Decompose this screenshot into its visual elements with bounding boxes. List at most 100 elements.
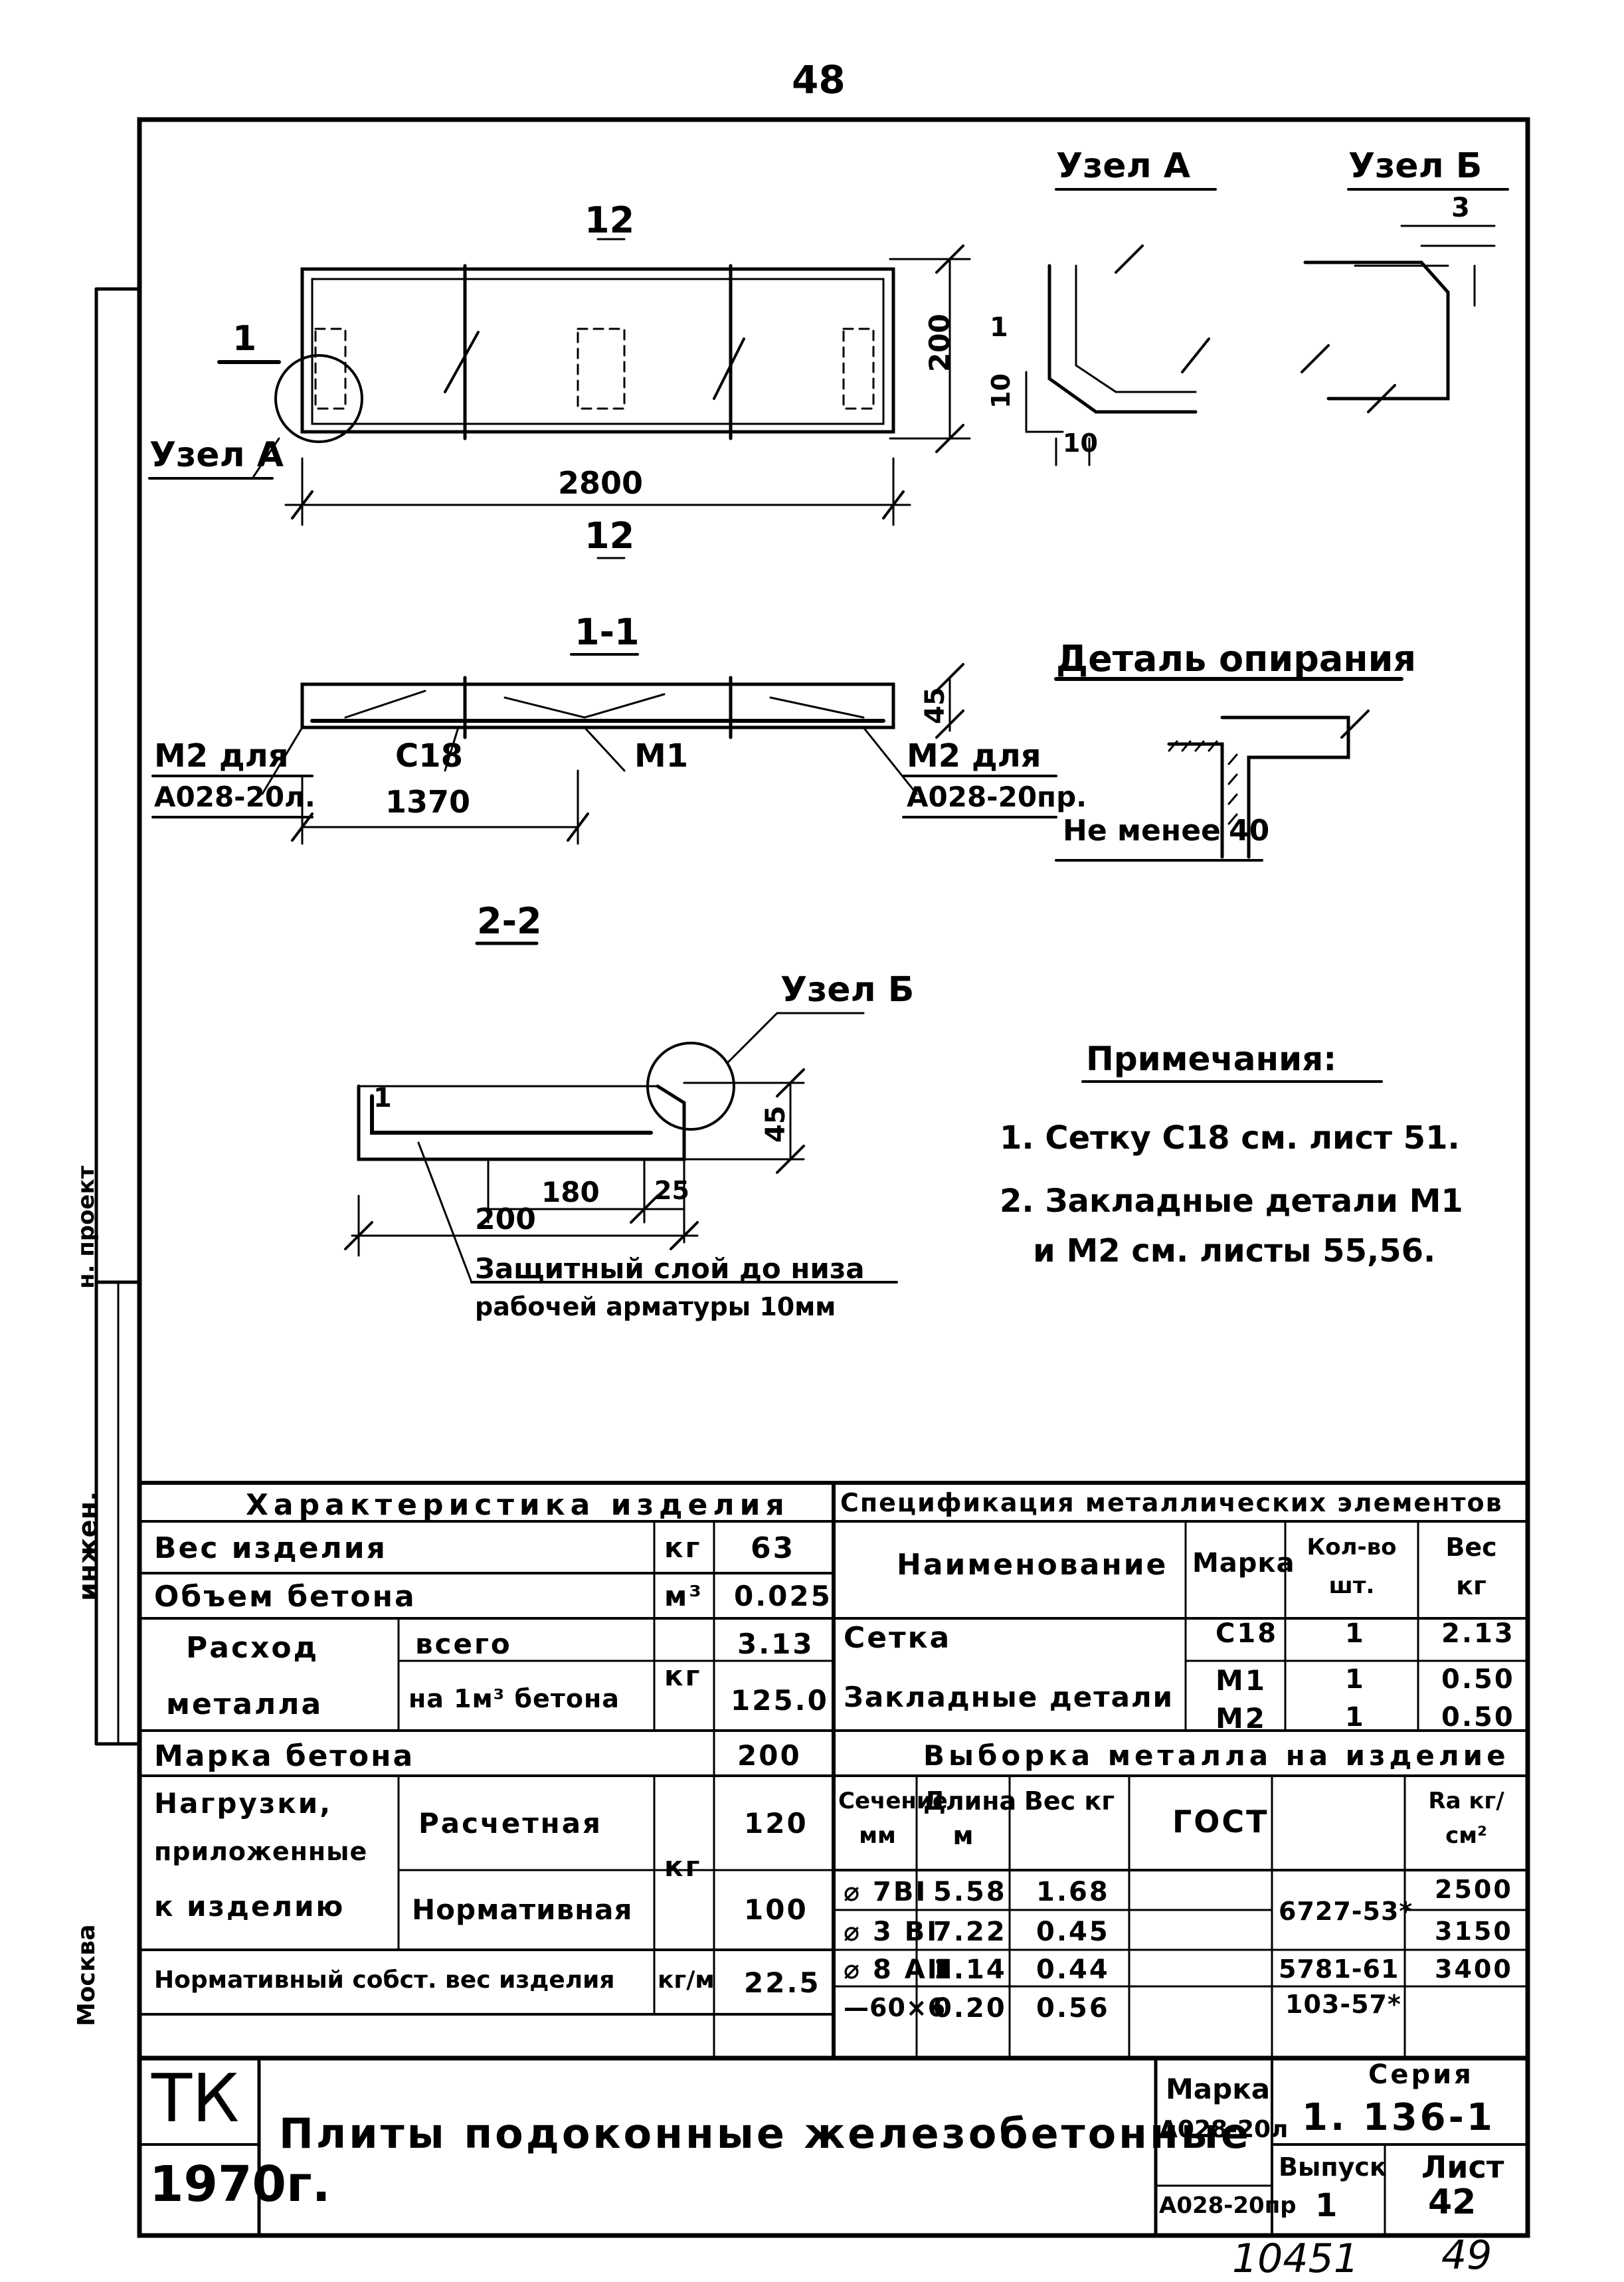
- spec-row-3-weight: 0.50: [1441, 1702, 1515, 1733]
- weight-label: Вес изделия: [154, 1531, 387, 1565]
- sel-row-2-section: ⌀ 3 ВI: [844, 1917, 939, 1947]
- spec-row-2-qty: 1: [1345, 1664, 1366, 1695]
- cover-line2: рабочей арматуры 10мм: [475, 1292, 836, 1321]
- mark-12-bottom: 12: [585, 515, 635, 557]
- dim-2800: 2800: [558, 465, 644, 501]
- sel-row-1-ra: 2500: [1435, 1875, 1513, 1904]
- sel-row-3-section: ⌀ 8 АⅢ: [844, 1954, 954, 1985]
- load-design-label: Расчетная: [418, 1807, 603, 1840]
- detail-min-val: 40: [1229, 814, 1270, 848]
- sel-header-length: Длина м: [923, 1786, 1017, 1850]
- sel-row-4-section: —60×6: [844, 1993, 947, 2022]
- spec-title: Спецификация металлических элементов: [840, 1488, 1503, 1517]
- sel-header-ra: Rа кг/см²: [1428, 1788, 1504, 1849]
- page-number: 48: [792, 57, 846, 102]
- note-2: 2. Закладные детали М1: [1000, 1183, 1463, 1220]
- footer-stamp-number: 10451: [1232, 2235, 1359, 2282]
- note-3: и М2 см. листы 55,56.: [1000, 1232, 1436, 1270]
- spec-row-1-qty: 1: [1345, 1618, 1366, 1649]
- uzel-a-title: Узел А: [1056, 146, 1191, 186]
- m2-right-line2: А028-20пр.: [907, 781, 1087, 813]
- norm-self-weight-label: Нормативный собст. вес изделия: [154, 1966, 615, 1994]
- notes-title: Примечания:: [1086, 1040, 1337, 1078]
- dim-180: 180: [541, 1176, 600, 1208]
- detail-title: Деталь опирания: [1056, 638, 1417, 680]
- sel-row-4-gost: 103-57*: [1285, 1990, 1401, 2019]
- spec-row-2-mark: М1: [1216, 1664, 1267, 1697]
- uzel-a-callout: Узел А: [149, 435, 284, 475]
- norm-self-weight-unit: кг/м: [658, 1966, 715, 1994]
- title-block-mark-2: А028-20пр: [1159, 2192, 1297, 2219]
- title-block-sheet-value: 42: [1428, 2182, 1477, 2222]
- selection-title: Выборка металла на изделие: [923, 1739, 1510, 1772]
- metal-unit: кг: [664, 1660, 702, 1692]
- title-block-name: Плиты подоконные железобетонные: [279, 2109, 1251, 2158]
- sel-header-gost: ГОСТ: [1172, 1804, 1269, 1840]
- spec-header-mark: Марка: [1192, 1548, 1295, 1578]
- sel-header-weight: Вес кг: [1024, 1786, 1115, 1816]
- mark-12-top: 12: [585, 199, 635, 241]
- title-block-sheet-label: Лист: [1421, 2149, 1504, 2185]
- uzel-b-title: Узел Б: [1348, 146, 1483, 186]
- concrete-volume-value: 0.025: [734, 1580, 832, 1612]
- title-block-year: 1970г.: [149, 2156, 331, 2213]
- detail-min: Не менее: [1063, 814, 1221, 848]
- spec-row-2-name: Закладные детали: [844, 1681, 1174, 1713]
- title-block-series-label: Серия: [1368, 2059, 1474, 2090]
- note-1: 1. Сетку С18 см. лист 51.: [1000, 1119, 1460, 1157]
- dim-1-small: 1: [990, 312, 1008, 343]
- sel-row-3-length: 1.14: [933, 1954, 1007, 1985]
- dim-45-b: 45: [761, 1105, 791, 1143]
- dim-25: 25: [654, 1176, 689, 1205]
- m2-left-line2: А028-20л.: [154, 781, 316, 813]
- spec-row-1-weight: 2.13: [1441, 1618, 1515, 1649]
- metal-label-2: металла: [166, 1687, 323, 1721]
- spec-header-qty: Кол-во шт.: [1307, 1534, 1397, 1599]
- load-norm-value: 100: [744, 1893, 808, 1926]
- title-block-mark-label: Марка: [1166, 2073, 1271, 2105]
- section-1-1: 1-1: [575, 611, 640, 653]
- metal-label-1: Расход: [186, 1631, 319, 1665]
- dim-1370: 1370: [385, 784, 471, 820]
- spec-row-3-mark: М2: [1216, 1702, 1267, 1735]
- spec-header-name: Наименование: [897, 1548, 1168, 1582]
- weight-unit: кг: [664, 1531, 702, 1564]
- concrete-grade-label: Марка бетона: [154, 1739, 415, 1773]
- sel-row-4-weight: 0.56: [1036, 1993, 1110, 2024]
- spec-row-1-name: Сетка: [844, 1621, 952, 1655]
- m1-label: М1: [634, 737, 689, 775]
- uzel-b-callout: Узел Б: [780, 970, 915, 1010]
- title-block-issue-label: Выпуск: [1279, 2152, 1387, 2182]
- cover-line1: Защитный слой до низа: [475, 1252, 865, 1285]
- dim-45-a: 45: [920, 687, 950, 724]
- loads-unit: кг: [664, 1850, 702, 1883]
- load-design-value: 120: [744, 1807, 808, 1840]
- spec-row-3-qty: 1: [1345, 1702, 1366, 1733]
- sel-row-1-gost: 6727-53*: [1279, 1897, 1413, 1926]
- concrete-grade-value: 200: [737, 1739, 802, 1772]
- spec-row-2-weight: 0.50: [1441, 1664, 1515, 1695]
- metal-total-label: всего: [415, 1628, 512, 1660]
- sel-row-3-weight: 0.44: [1036, 1954, 1110, 1985]
- sel-row-1-weight: 1.68: [1036, 1877, 1110, 1907]
- dim-200: 200: [923, 314, 956, 372]
- dim-10-b: 10: [1063, 428, 1098, 458]
- title-block-mark-1: А028-20л: [1159, 2116, 1289, 2143]
- sel-row-2-length: 7.22: [933, 1917, 1007, 1947]
- m2-left-line1: М2 для: [154, 737, 289, 775]
- section-mark-1: 1: [232, 319, 257, 359]
- m2-right-line1: М2 для: [907, 737, 1041, 775]
- load-norm-label: Нормативная: [412, 1893, 633, 1926]
- c18-label: С18: [395, 737, 464, 775]
- dim-1-b: 1: [373, 1083, 392, 1113]
- title-block-series-value: 1. 136-1: [1302, 2096, 1495, 2139]
- title-block-issue-value: 1: [1315, 2187, 1338, 2224]
- dim-200-b: 200: [475, 1202, 536, 1236]
- sel-row-1-length: 5.58: [933, 1877, 1007, 1907]
- sel-row-2-weight: 0.45: [1036, 1917, 1110, 1947]
- characteristics-title: Характеристика изделия: [246, 1488, 790, 1522]
- loads-label-1: Нагрузки,: [154, 1787, 333, 1820]
- footer-page-handwritten: 49: [1441, 2232, 1492, 2279]
- dim-3: 3: [1451, 193, 1470, 223]
